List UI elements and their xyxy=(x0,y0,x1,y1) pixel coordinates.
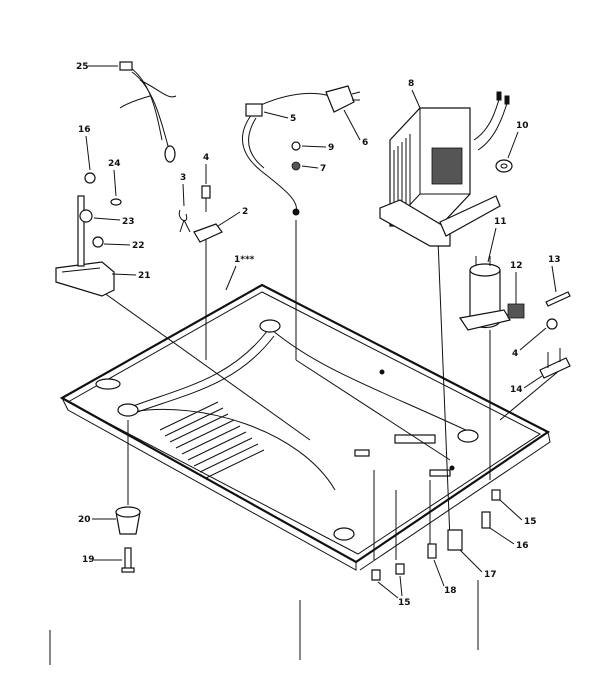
terminal-14 xyxy=(539,348,571,379)
transformer-8 xyxy=(379,91,510,247)
svg-text:1***: 1*** xyxy=(234,255,255,265)
callout-6: 6 xyxy=(343,109,368,148)
screw-19 xyxy=(121,547,135,573)
callout-25: 25 xyxy=(76,62,118,72)
svg-text:4: 4 xyxy=(512,349,518,359)
svg-text:6: 6 xyxy=(362,138,368,148)
cable-5-6 xyxy=(241,85,361,216)
callout-2: 2 xyxy=(217,207,248,227)
svg-text:22: 22 xyxy=(132,241,145,251)
callout-19: 19 xyxy=(82,555,122,565)
svg-text:8: 8 xyxy=(408,79,414,89)
callout-23: 23 xyxy=(93,217,135,227)
rectifier-12 xyxy=(507,290,525,319)
svg-text:12: 12 xyxy=(510,261,523,271)
callout-9: 9 xyxy=(301,143,334,153)
callout-12: 12 xyxy=(510,261,523,290)
svg-text:18: 18 xyxy=(444,586,457,596)
svg-text:3: 3 xyxy=(180,173,186,183)
svg-text:4: 4 xyxy=(203,153,209,163)
svg-text:13: 13 xyxy=(548,255,561,265)
callouts: 25 16 24 23 22 21 4 3 xyxy=(76,62,561,608)
callout-15a: 15 xyxy=(499,499,537,527)
svg-text:19: 19 xyxy=(82,555,95,565)
capacitor-11 xyxy=(458,256,511,331)
guide-lines xyxy=(49,220,561,665)
svg-text:16: 16 xyxy=(78,125,91,135)
svg-text:17: 17 xyxy=(484,570,497,580)
callout-5: 5 xyxy=(263,111,296,124)
callout-16b: 16 xyxy=(489,527,529,551)
callout-7: 7 xyxy=(301,164,326,174)
svg-text:9: 9 xyxy=(328,143,334,153)
callout-13: 13 xyxy=(548,255,561,293)
callout-15b: 15 xyxy=(377,575,411,608)
svg-text:2: 2 xyxy=(242,207,248,217)
svg-text:16: 16 xyxy=(516,541,529,551)
callout-11: 11 xyxy=(487,217,507,263)
wire-harness-25 xyxy=(119,61,177,163)
svg-text:15: 15 xyxy=(398,598,411,608)
svg-text:23: 23 xyxy=(122,217,135,227)
callout-4b: 4 xyxy=(512,327,547,359)
bracket-assembly-21 xyxy=(55,172,122,297)
callout-8: 8 xyxy=(408,79,421,109)
callout-4a: 4 xyxy=(203,153,209,184)
fasteners-right xyxy=(371,489,501,581)
callout-18: 18 xyxy=(433,559,457,596)
callout-16a: 16 xyxy=(78,125,91,171)
callout-24: 24 xyxy=(108,159,121,197)
svg-text:7: 7 xyxy=(320,164,326,174)
callout-20: 20 xyxy=(78,515,116,525)
grommet-10 xyxy=(495,159,513,173)
svg-text:20: 20 xyxy=(78,515,91,525)
washer-4 xyxy=(546,318,558,330)
svg-text:21: 21 xyxy=(138,271,151,281)
callout-1: 1*** xyxy=(225,255,255,291)
svg-text:10: 10 xyxy=(516,121,529,131)
svg-text:14: 14 xyxy=(510,385,523,395)
svg-text:24: 24 xyxy=(108,159,121,169)
callout-10: 10 xyxy=(507,121,529,159)
callout-22: 22 xyxy=(103,241,145,251)
screw-13 xyxy=(545,291,571,307)
callout-21: 21 xyxy=(111,271,151,281)
callout-14: 14 xyxy=(510,375,543,395)
svg-text:5: 5 xyxy=(290,114,296,124)
foot-20 xyxy=(115,506,141,535)
svg-text:25: 25 xyxy=(76,62,89,72)
callout-17: 17 xyxy=(459,549,497,580)
svg-text:15: 15 xyxy=(524,517,537,527)
base-plate xyxy=(59,283,551,571)
callout-3: 3 xyxy=(180,173,186,207)
hardware-4-3-2 xyxy=(178,185,223,243)
svg-text:11: 11 xyxy=(494,217,507,227)
vent-slots xyxy=(159,401,265,479)
